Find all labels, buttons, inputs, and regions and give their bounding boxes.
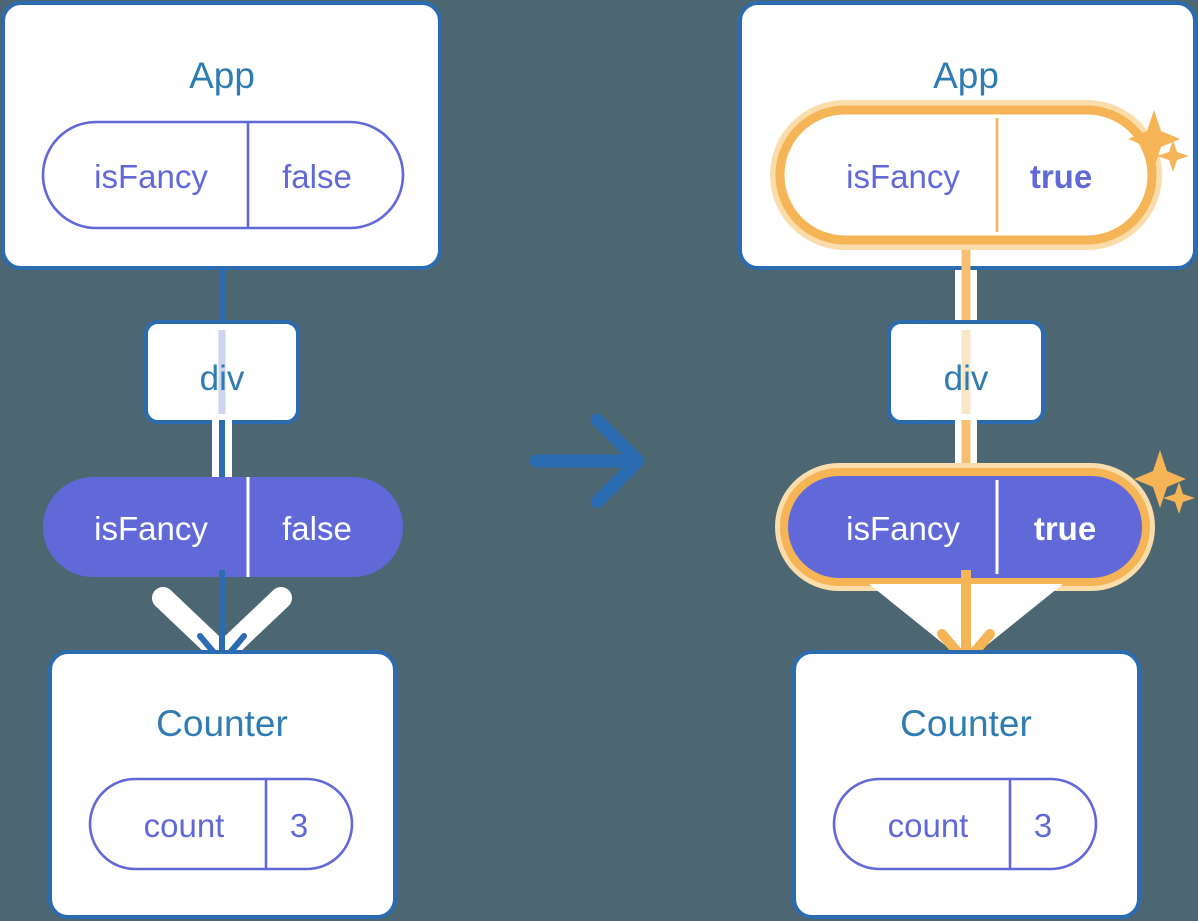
app-state-pill-key-after: isFancy — [846, 158, 960, 195]
div-label-after: div — [944, 359, 989, 398]
panel-before: App isFancy false div isFancy false — [1, 1, 442, 919]
app-state-pill-after: isFancy true — [770, 100, 1162, 250]
app-state-pill-key: isFancy — [94, 158, 208, 195]
counter-card-after — [792, 650, 1141, 919]
counter-state-pill-after: count 3 — [832, 777, 1098, 871]
app-state-pill-value: false — [282, 158, 352, 195]
arrow-wings-after — [869, 584, 1063, 662]
div-label: div — [200, 359, 245, 398]
counter-title-after: Counter — [900, 703, 1032, 744]
app-state-pill-value-after: true — [1030, 158, 1092, 195]
panel-after: App isFancy true div isFa — [738, 1, 1197, 919]
counter-title: Counter — [156, 703, 288, 744]
counter-state-pill: count 3 — [88, 777, 354, 871]
counter-pill-value: 3 — [290, 807, 308, 844]
props-pill-after: isFancy true — [775, 463, 1155, 591]
app-title-after: App — [933, 55, 999, 96]
transition-arrow — [529, 413, 645, 509]
counter-card — [48, 650, 397, 919]
arrow-down-icon — [197, 570, 247, 665]
arrow-right-icon — [590, 413, 645, 509]
app-card — [1, 1, 442, 270]
props-pill-key-after: isFancy — [846, 510, 960, 547]
counter-pill-key: count — [144, 807, 225, 844]
app-title: App — [189, 55, 255, 96]
sparkle-icon-app — [1128, 110, 1189, 172]
props-pill-value-after: true — [1034, 510, 1096, 547]
pill-highlight-ring — [775, 105, 1157, 245]
counter-pill-value-after: 3 — [1034, 807, 1052, 844]
app-state-pill: isFancy false — [41, 120, 405, 230]
sparkle-icon-props — [1134, 450, 1195, 514]
props-pill-key: isFancy — [94, 510, 208, 547]
props-pill-value: false — [282, 510, 352, 547]
counter-pill-key-after: count — [888, 807, 969, 844]
arrow-wings — [152, 587, 292, 665]
props-pill: isFancy false — [43, 477, 403, 577]
